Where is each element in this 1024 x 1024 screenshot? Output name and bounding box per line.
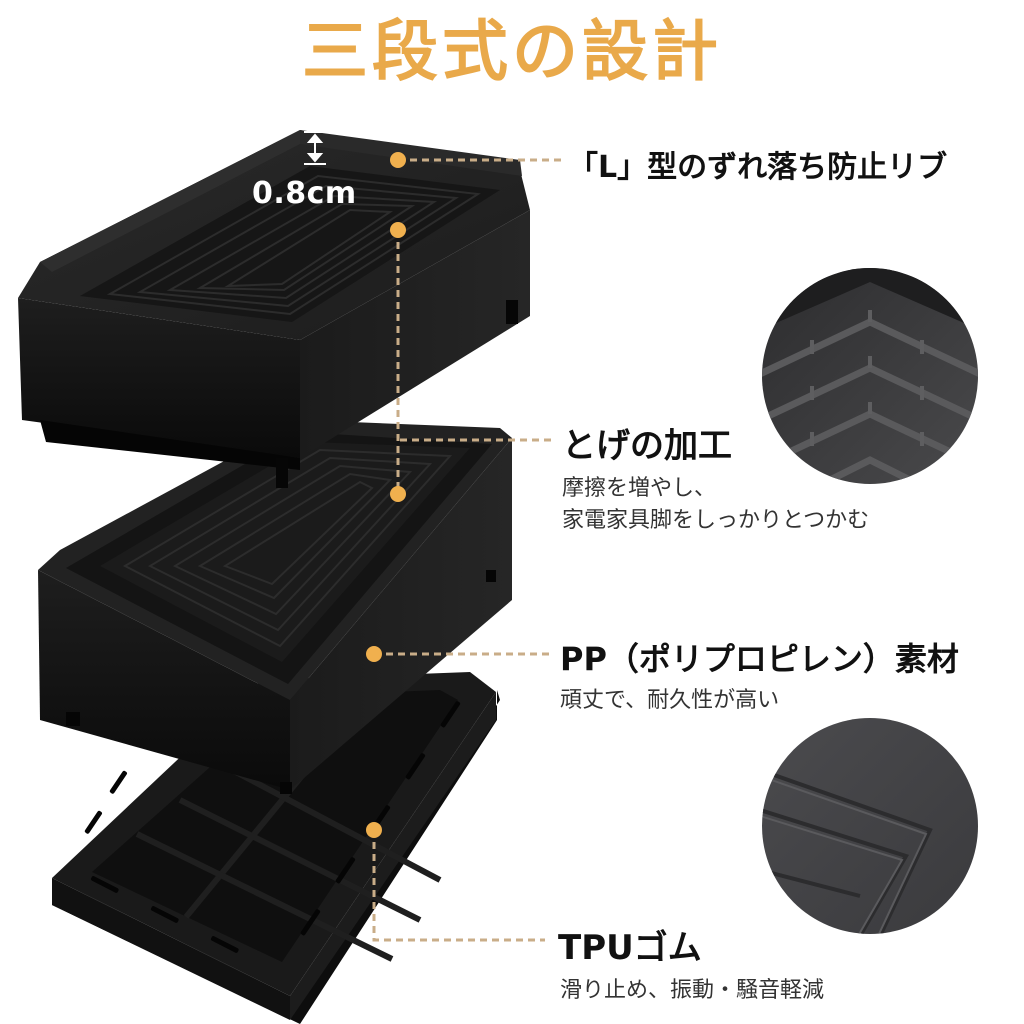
callout-texture-subtitle-2: 家電家具脚をしっかりとつかむ bbox=[562, 508, 870, 533]
dot-lip bbox=[390, 152, 406, 168]
leader-lines bbox=[372, 158, 565, 942]
dot-material bbox=[366, 646, 382, 662]
tpu-rubber-base bbox=[52, 672, 500, 1024]
callout-material-title: PP（ポリプロピレン）素材 bbox=[560, 640, 959, 678]
callout-material-subtitle: 頑丈で、耐久性が高い bbox=[560, 688, 780, 713]
tpu-surface-closeup bbox=[762, 718, 978, 934]
callout-texture-subtitle-1: 摩擦を増やし、 bbox=[562, 476, 717, 501]
pp-middle-tray bbox=[38, 420, 512, 794]
callout-rubber-title: TPUゴム bbox=[558, 928, 702, 968]
callout-rubber-subtitle: 滑り止め、振動・騒音軽減 bbox=[560, 978, 825, 1003]
dot-texture-middle bbox=[390, 486, 406, 502]
top-tray bbox=[18, 130, 530, 488]
ridged-texture-closeup bbox=[762, 268, 978, 484]
dimension-label: 0.8cm bbox=[252, 176, 357, 211]
page-title: 三段式の設計 bbox=[302, 13, 722, 90]
callout-texture-title: とげの加工 bbox=[562, 426, 732, 466]
dot-rubber bbox=[366, 822, 382, 838]
double-arrow-vertical-icon bbox=[304, 131, 326, 165]
callout-lip-title: 「L」型のずれ落ち防止リブ bbox=[568, 150, 948, 185]
callout-dots bbox=[366, 152, 406, 838]
dot-texture-top bbox=[390, 222, 406, 238]
